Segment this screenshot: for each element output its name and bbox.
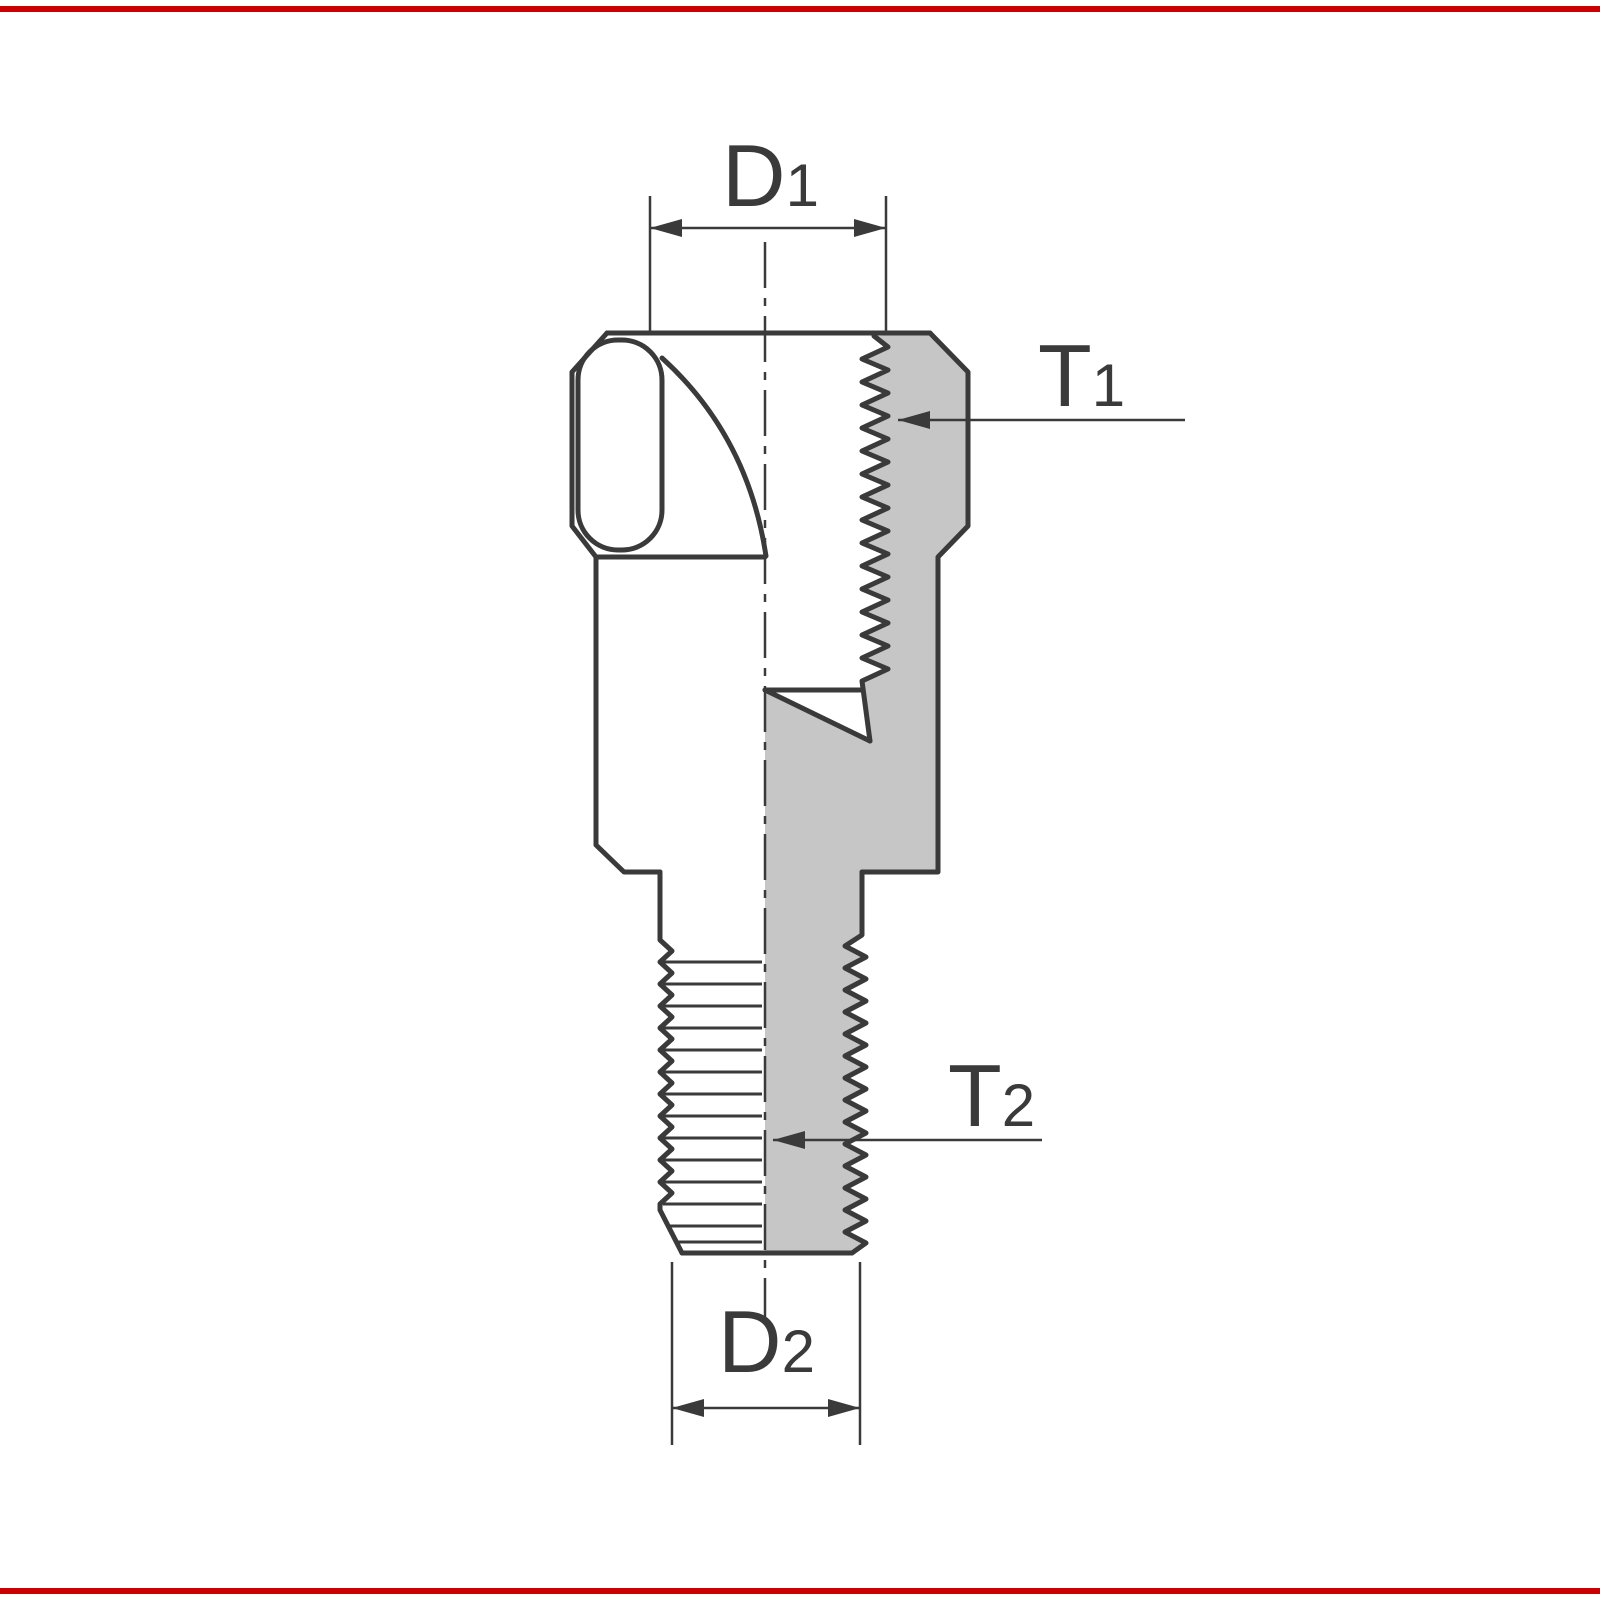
body-left-outline: [593, 554, 663, 875]
hex-facet-curve: [659, 355, 769, 559]
thread-hole-cone-line: [762, 687, 873, 744]
part-outlines: [569, 330, 971, 1256]
stud-left-thread-silhouette: [657, 869, 685, 1256]
frame-lines: [0, 6, 1600, 1594]
section-fill: [765, 333, 968, 1253]
stud-right-thread-profile: [842, 869, 869, 1256]
d1-arrow-right: [854, 219, 886, 237]
dimension-label-t2: T2: [948, 1046, 1035, 1145]
d1-arrow-left: [650, 219, 682, 237]
dimension-label-d2: D2: [718, 1292, 815, 1391]
hex-facet-face: [575, 337, 665, 553]
dimension-label-d1: D1: [722, 126, 819, 225]
outer-right-outline: [859, 330, 971, 875]
dimension-label-t1: T1: [1038, 326, 1125, 425]
t1-arrow: [898, 411, 930, 429]
d2-arrow-right: [828, 1399, 860, 1417]
d2-arrow-left: [672, 1399, 704, 1417]
internal-thread-profile: [859, 333, 891, 744]
dimension-labels: D1 T1 T2 D2: [718, 126, 1125, 1391]
external-thread-lines: [663, 960, 762, 1244]
arrowheads: [650, 219, 930, 1417]
t2-arrow: [773, 1131, 805, 1149]
